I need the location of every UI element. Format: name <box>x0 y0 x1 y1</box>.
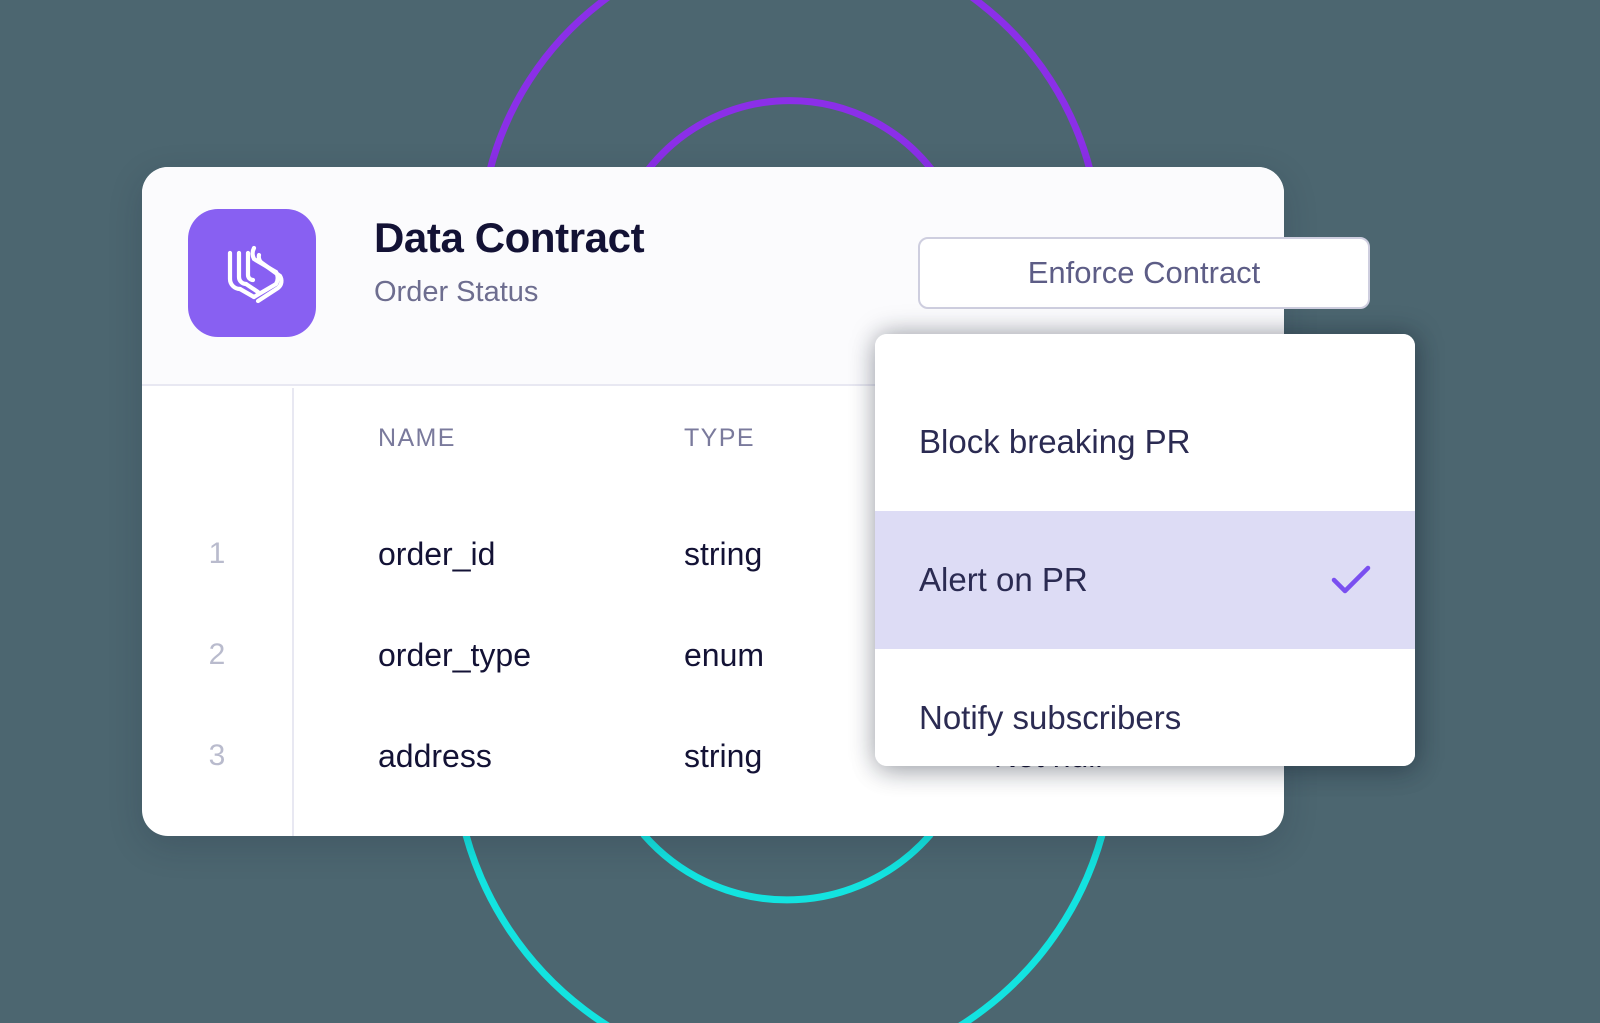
table-header-row: NAME TYPE <box>142 388 1284 488</box>
menu-top-padding <box>875 334 1415 373</box>
check-glyph <box>1331 565 1371 594</box>
row-index: 2 <box>208 638 226 671</box>
enforce-contract-dropdown-menu: Block breaking PR Alert on PR Notify sub… <box>875 334 1415 766</box>
row-field-name: address <box>378 737 492 774</box>
menu-item-label: Notify subscribers <box>919 699 1182 736</box>
outer-purple-arc <box>486 0 1094 174</box>
column-header-name: NAME <box>378 423 456 452</box>
row-number-divider <box>292 388 294 836</box>
menu-item-label: Block breaking PR <box>919 423 1191 460</box>
row-field-type: enum <box>684 636 765 673</box>
row-index: 1 <box>208 537 226 570</box>
outer-teal-arc <box>462 831 1106 1023</box>
row-field-name: order_type <box>378 636 531 673</box>
check-icon <box>1331 560 1371 600</box>
contract-subtitle: Order Status <box>374 276 539 309</box>
header-text-block: Data Contract Order Status <box>374 214 645 309</box>
menu-item-alert-on-pr[interactable]: Alert on PR <box>875 511 1415 649</box>
row-index: 3 <box>208 739 226 772</box>
data-contract-spiral-logo-icon <box>188 209 316 337</box>
row-field-type: string <box>684 737 763 774</box>
enforce-contract-button[interactable]: Enforce Contract <box>918 237 1370 309</box>
inner-teal-arc <box>640 831 934 904</box>
spiral-logo-glyph <box>227 245 284 304</box>
menu-item-label: Alert on PR <box>919 561 1088 598</box>
row-field-type: string <box>684 535 763 572</box>
row-field-name: order_id <box>378 535 496 572</box>
card-header: Data Contract Order Status Enforce Contr… <box>142 167 1370 386</box>
page-title: Data Contract <box>374 214 645 261</box>
column-header-type: TYPE <box>684 423 755 452</box>
inner-purple-arc <box>644 97 936 174</box>
menu-item-block-breaking-pr[interactable]: Block breaking PR <box>875 373 1415 511</box>
menu-item-notify-subscribers[interactable]: Notify subscribers <box>875 649 1415 766</box>
